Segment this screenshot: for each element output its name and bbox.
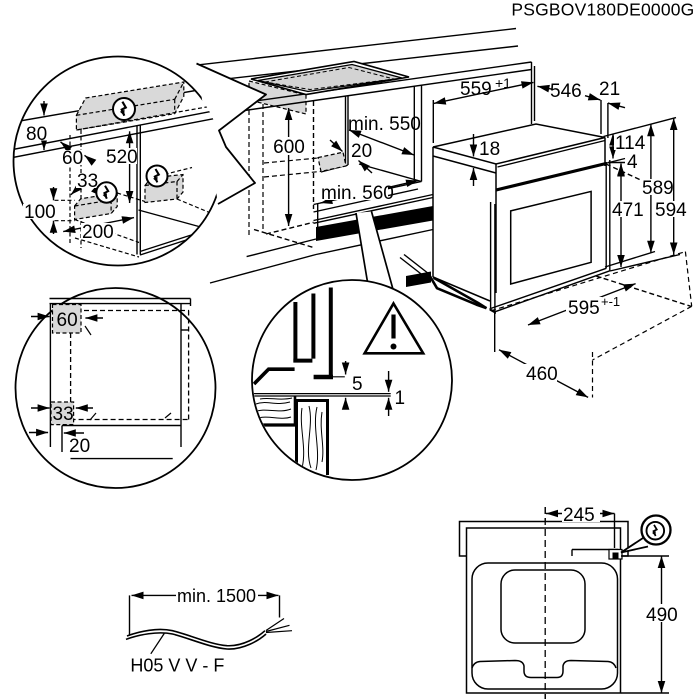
svg-text:520: 520: [106, 147, 138, 168]
svg-text:33: 33: [77, 171, 98, 192]
svg-text:594: 594: [655, 200, 687, 221]
svg-text:min. 550: min. 550: [348, 114, 421, 135]
svg-text:490: 490: [646, 605, 678, 626]
svg-text:245: 245: [563, 505, 595, 526]
svg-text:471: 471: [612, 200, 644, 221]
svg-text:+-1: +-1: [601, 294, 620, 309]
svg-text:H05 V V - F: H05 V V - F: [130, 656, 224, 676]
svg-text:4: 4: [627, 152, 638, 173]
svg-text:18: 18: [479, 139, 500, 160]
svg-text:60: 60: [57, 310, 78, 331]
svg-text:80: 80: [26, 124, 47, 145]
svg-text:595: 595: [568, 298, 600, 319]
svg-text:33: 33: [53, 404, 74, 425]
svg-text:600: 600: [273, 137, 305, 158]
svg-text:20: 20: [351, 141, 372, 162]
svg-text:+1: +1: [495, 75, 511, 91]
svg-text:589: 589: [642, 178, 674, 199]
svg-text:200: 200: [82, 222, 114, 243]
svg-text:5: 5: [352, 374, 363, 395]
svg-text:PSGBOV180DE0000G: PSGBOV180DE0000G: [511, 0, 694, 20]
svg-text:60: 60: [62, 148, 83, 169]
svg-text:min. 1500: min. 1500: [177, 586, 256, 606]
svg-text:min. 560: min. 560: [321, 183, 394, 204]
svg-text:546: 546: [550, 81, 582, 102]
svg-text:114: 114: [615, 133, 646, 154]
svg-text:21: 21: [599, 79, 620, 100]
svg-text:20: 20: [69, 436, 90, 457]
svg-text:559: 559: [460, 79, 492, 100]
svg-text:1: 1: [395, 388, 406, 409]
svg-text:460: 460: [526, 364, 558, 385]
svg-text:100: 100: [24, 202, 56, 223]
